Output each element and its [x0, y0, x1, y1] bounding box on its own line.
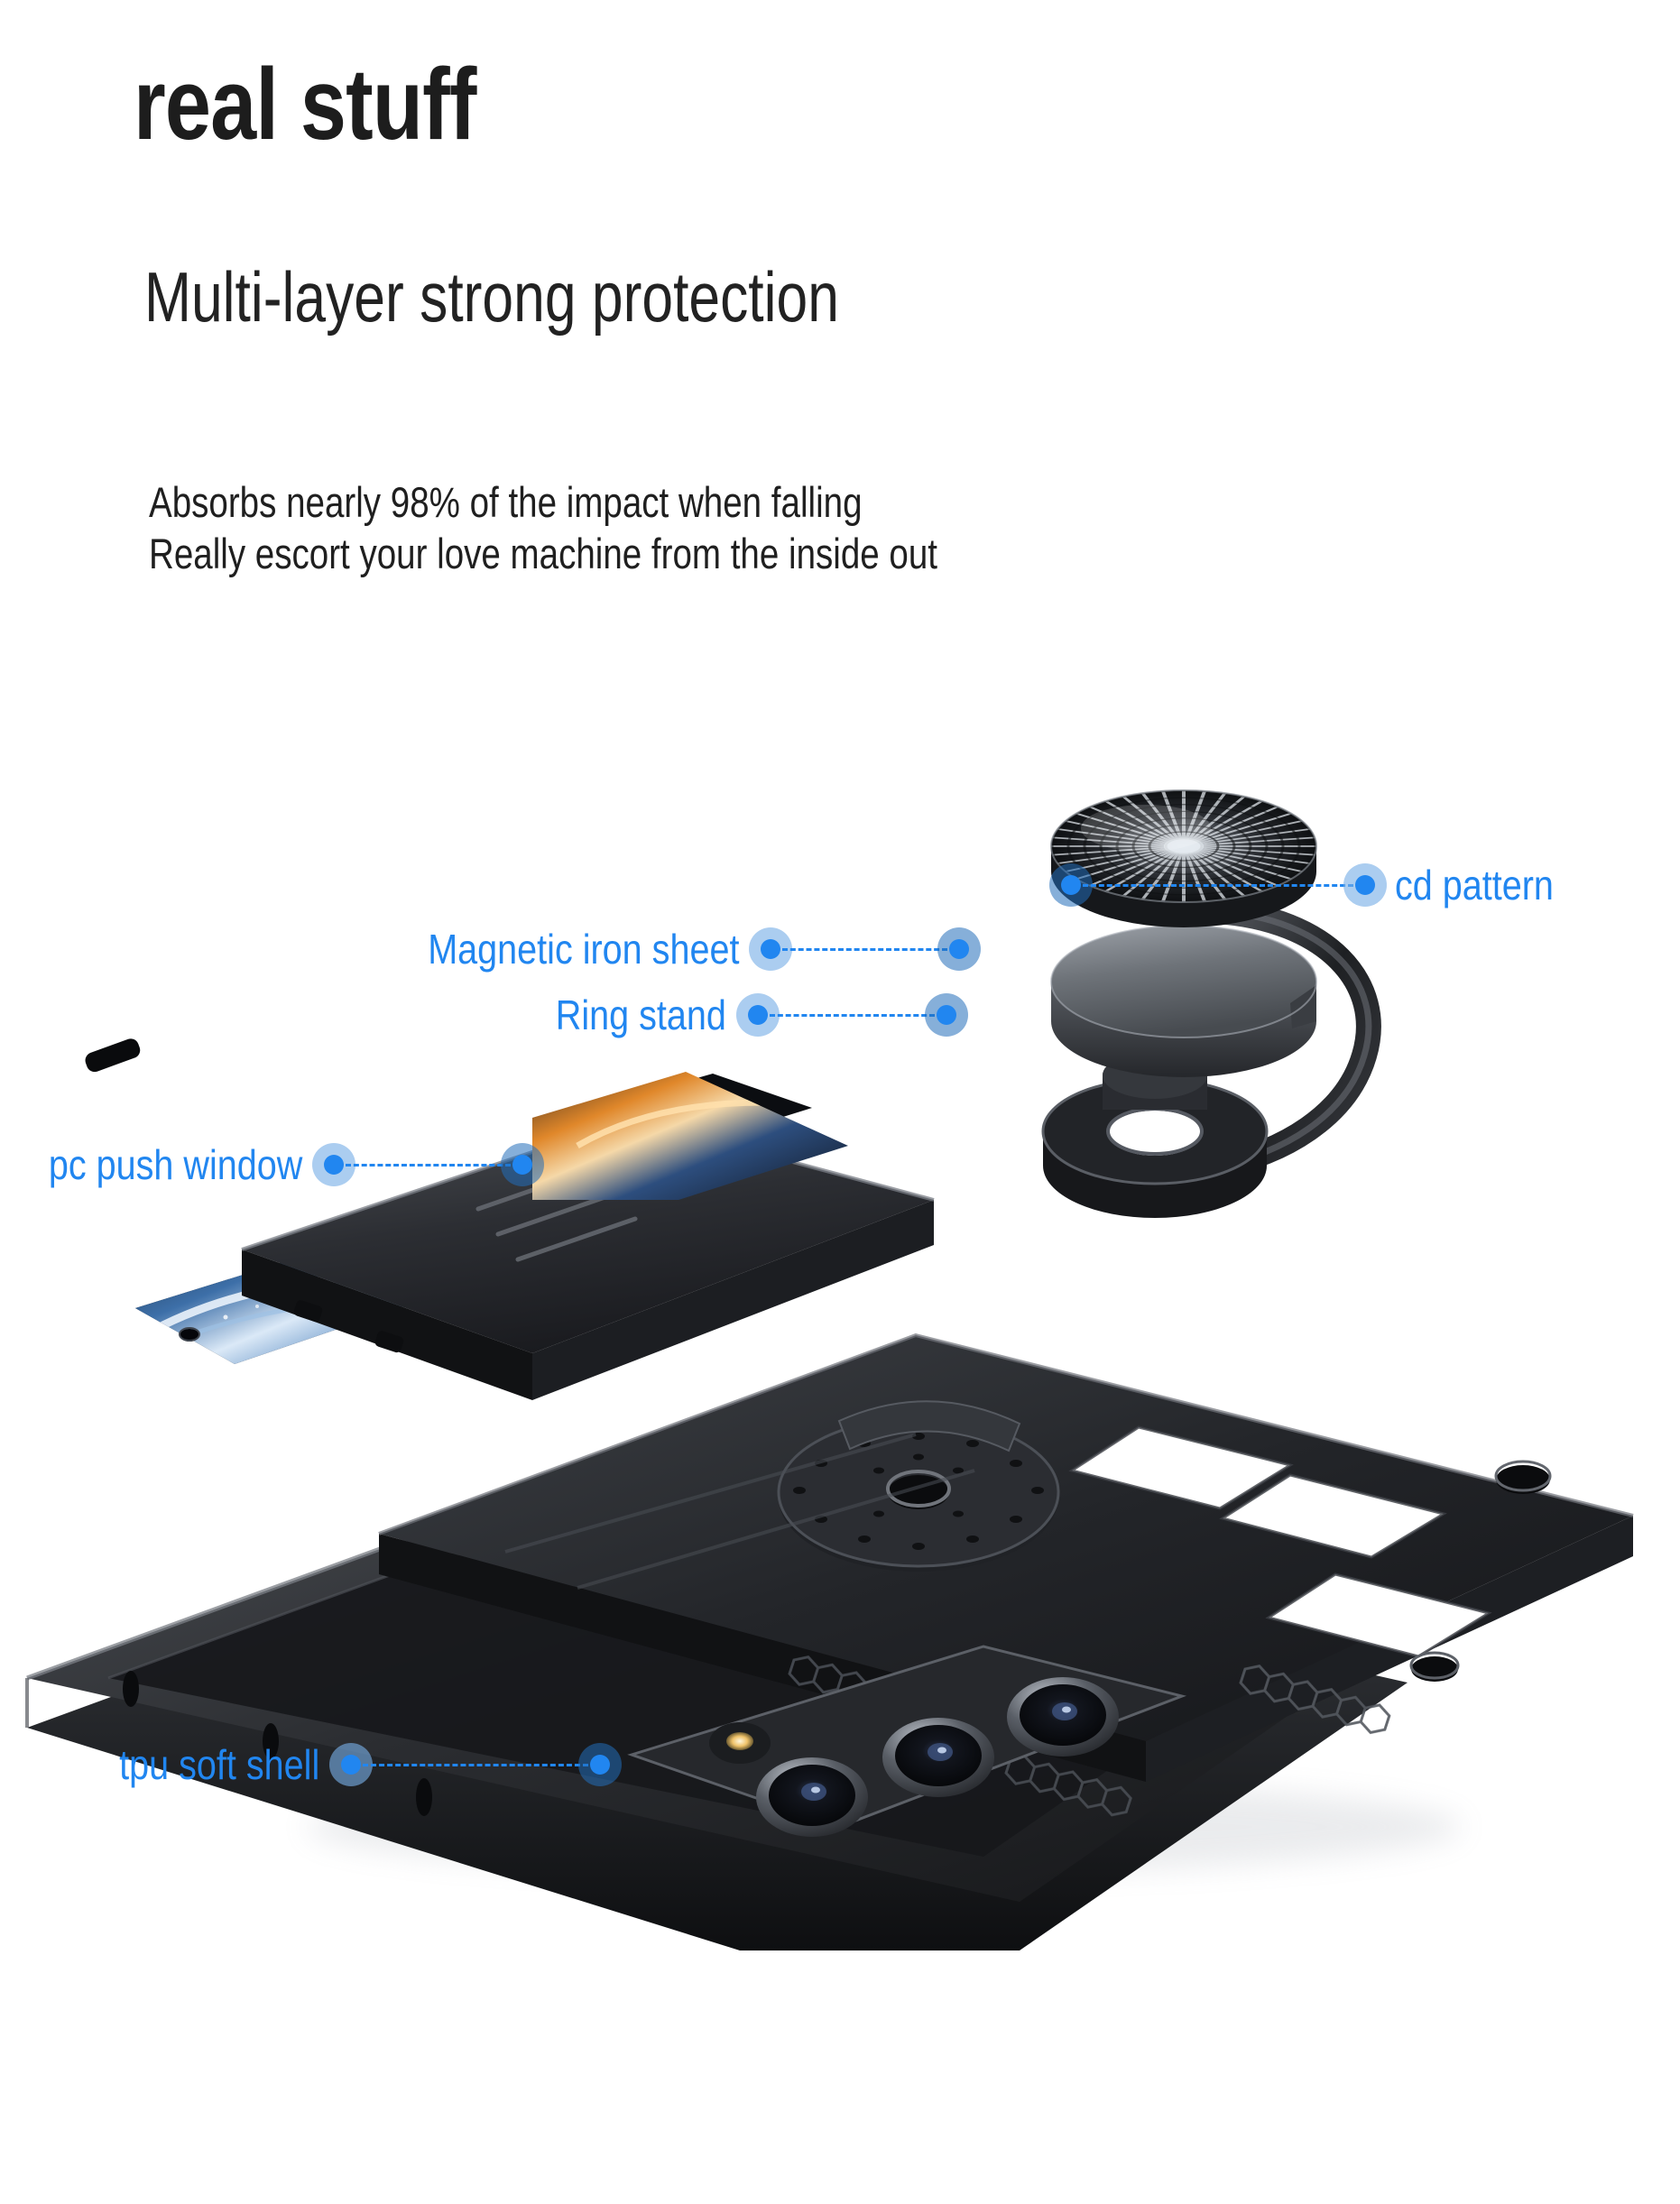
callout-label-tpu-soft-shell: tpu soft shell [119, 1741, 320, 1788]
camera-lens [756, 1757, 868, 1837]
callout-leader-line-cd-pattern [1083, 883, 1353, 887]
callout-cd-pattern[interactable]: cd pattern [1061, 864, 1580, 906]
callout-label-magnetic-iron-sheet: Magnetic iron sheet [428, 926, 740, 973]
page-body-text: Absorbs nearly 98% of the impact when fa… [149, 476, 937, 580]
callout-label-dot-tpu-soft-shell [341, 1755, 362, 1775]
callout-anchor-dot-pc-push-window [512, 1155, 533, 1175]
callout-label-dot-ring-stand [747, 1005, 768, 1025]
magnet-top [1051, 926, 1316, 1037]
cd-radial-stripes [1051, 790, 1316, 902]
body-line-2: Really escort your love machine from the… [149, 530, 937, 578]
page-headline: real stuff [134, 48, 476, 161]
product-exploded-illustration [0, 758, 1680, 1967]
callout-label-pc-push-window: pc push window [48, 1141, 303, 1188]
front-camera-hole [180, 1329, 199, 1342]
cd-pattern-layer [1050, 789, 1317, 927]
callout-anchor-dot-cd-pattern [1061, 875, 1081, 895]
callout-label-dot-pc-push-window [324, 1155, 345, 1175]
body-line-1: Absorbs nearly 98% of the impact when fa… [149, 478, 863, 526]
callout-leader-line-tpu-soft-shell [363, 1763, 589, 1766]
callout-pc-push-window[interactable]: pc push window [7, 1141, 533, 1188]
pc-frame-cutouts [1072, 1427, 1489, 1656]
camera-flash-icon [709, 1722, 771, 1764]
callout-leader-line-ring-stand [769, 1013, 935, 1017]
camera-lens [1007, 1677, 1119, 1757]
callout-leader-line-magnetic-iron-sheet [782, 947, 948, 951]
callout-ring-stand[interactable]: Ring stand [528, 994, 956, 1036]
callout-magnetic-iron-sheet[interactable]: Magnetic iron sheet [377, 926, 970, 973]
ring-stand-layer [1041, 899, 1381, 1218]
pc-push-window-layer [241, 1116, 935, 1400]
callout-label-ring-stand: Ring stand [555, 991, 726, 1038]
callout-anchor-dot-ring-stand [936, 1005, 956, 1025]
callout-label-cd-pattern: cd pattern [1395, 862, 1554, 908]
callout-tpu-soft-shell[interactable]: tpu soft shell [87, 1741, 611, 1788]
callout-anchor-dot-tpu-soft-shell [590, 1755, 611, 1775]
callout-anchor-dot-magnetic-iron-sheet [949, 939, 970, 959]
callout-label-dot-cd-pattern [1355, 875, 1375, 895]
magnetic-iron-sheet-layer [1050, 925, 1317, 1077]
camera-module [627, 1645, 1186, 1837]
tpu-shell-ports [85, 1038, 432, 1816]
callout-label-dot-magnetic-iron-sheet [761, 939, 781, 959]
camera-lens [882, 1718, 994, 1797]
callout-leader-line-pc-push-window [346, 1163, 512, 1167]
page-subheadline: Multi-layer strong protection [144, 257, 839, 337]
